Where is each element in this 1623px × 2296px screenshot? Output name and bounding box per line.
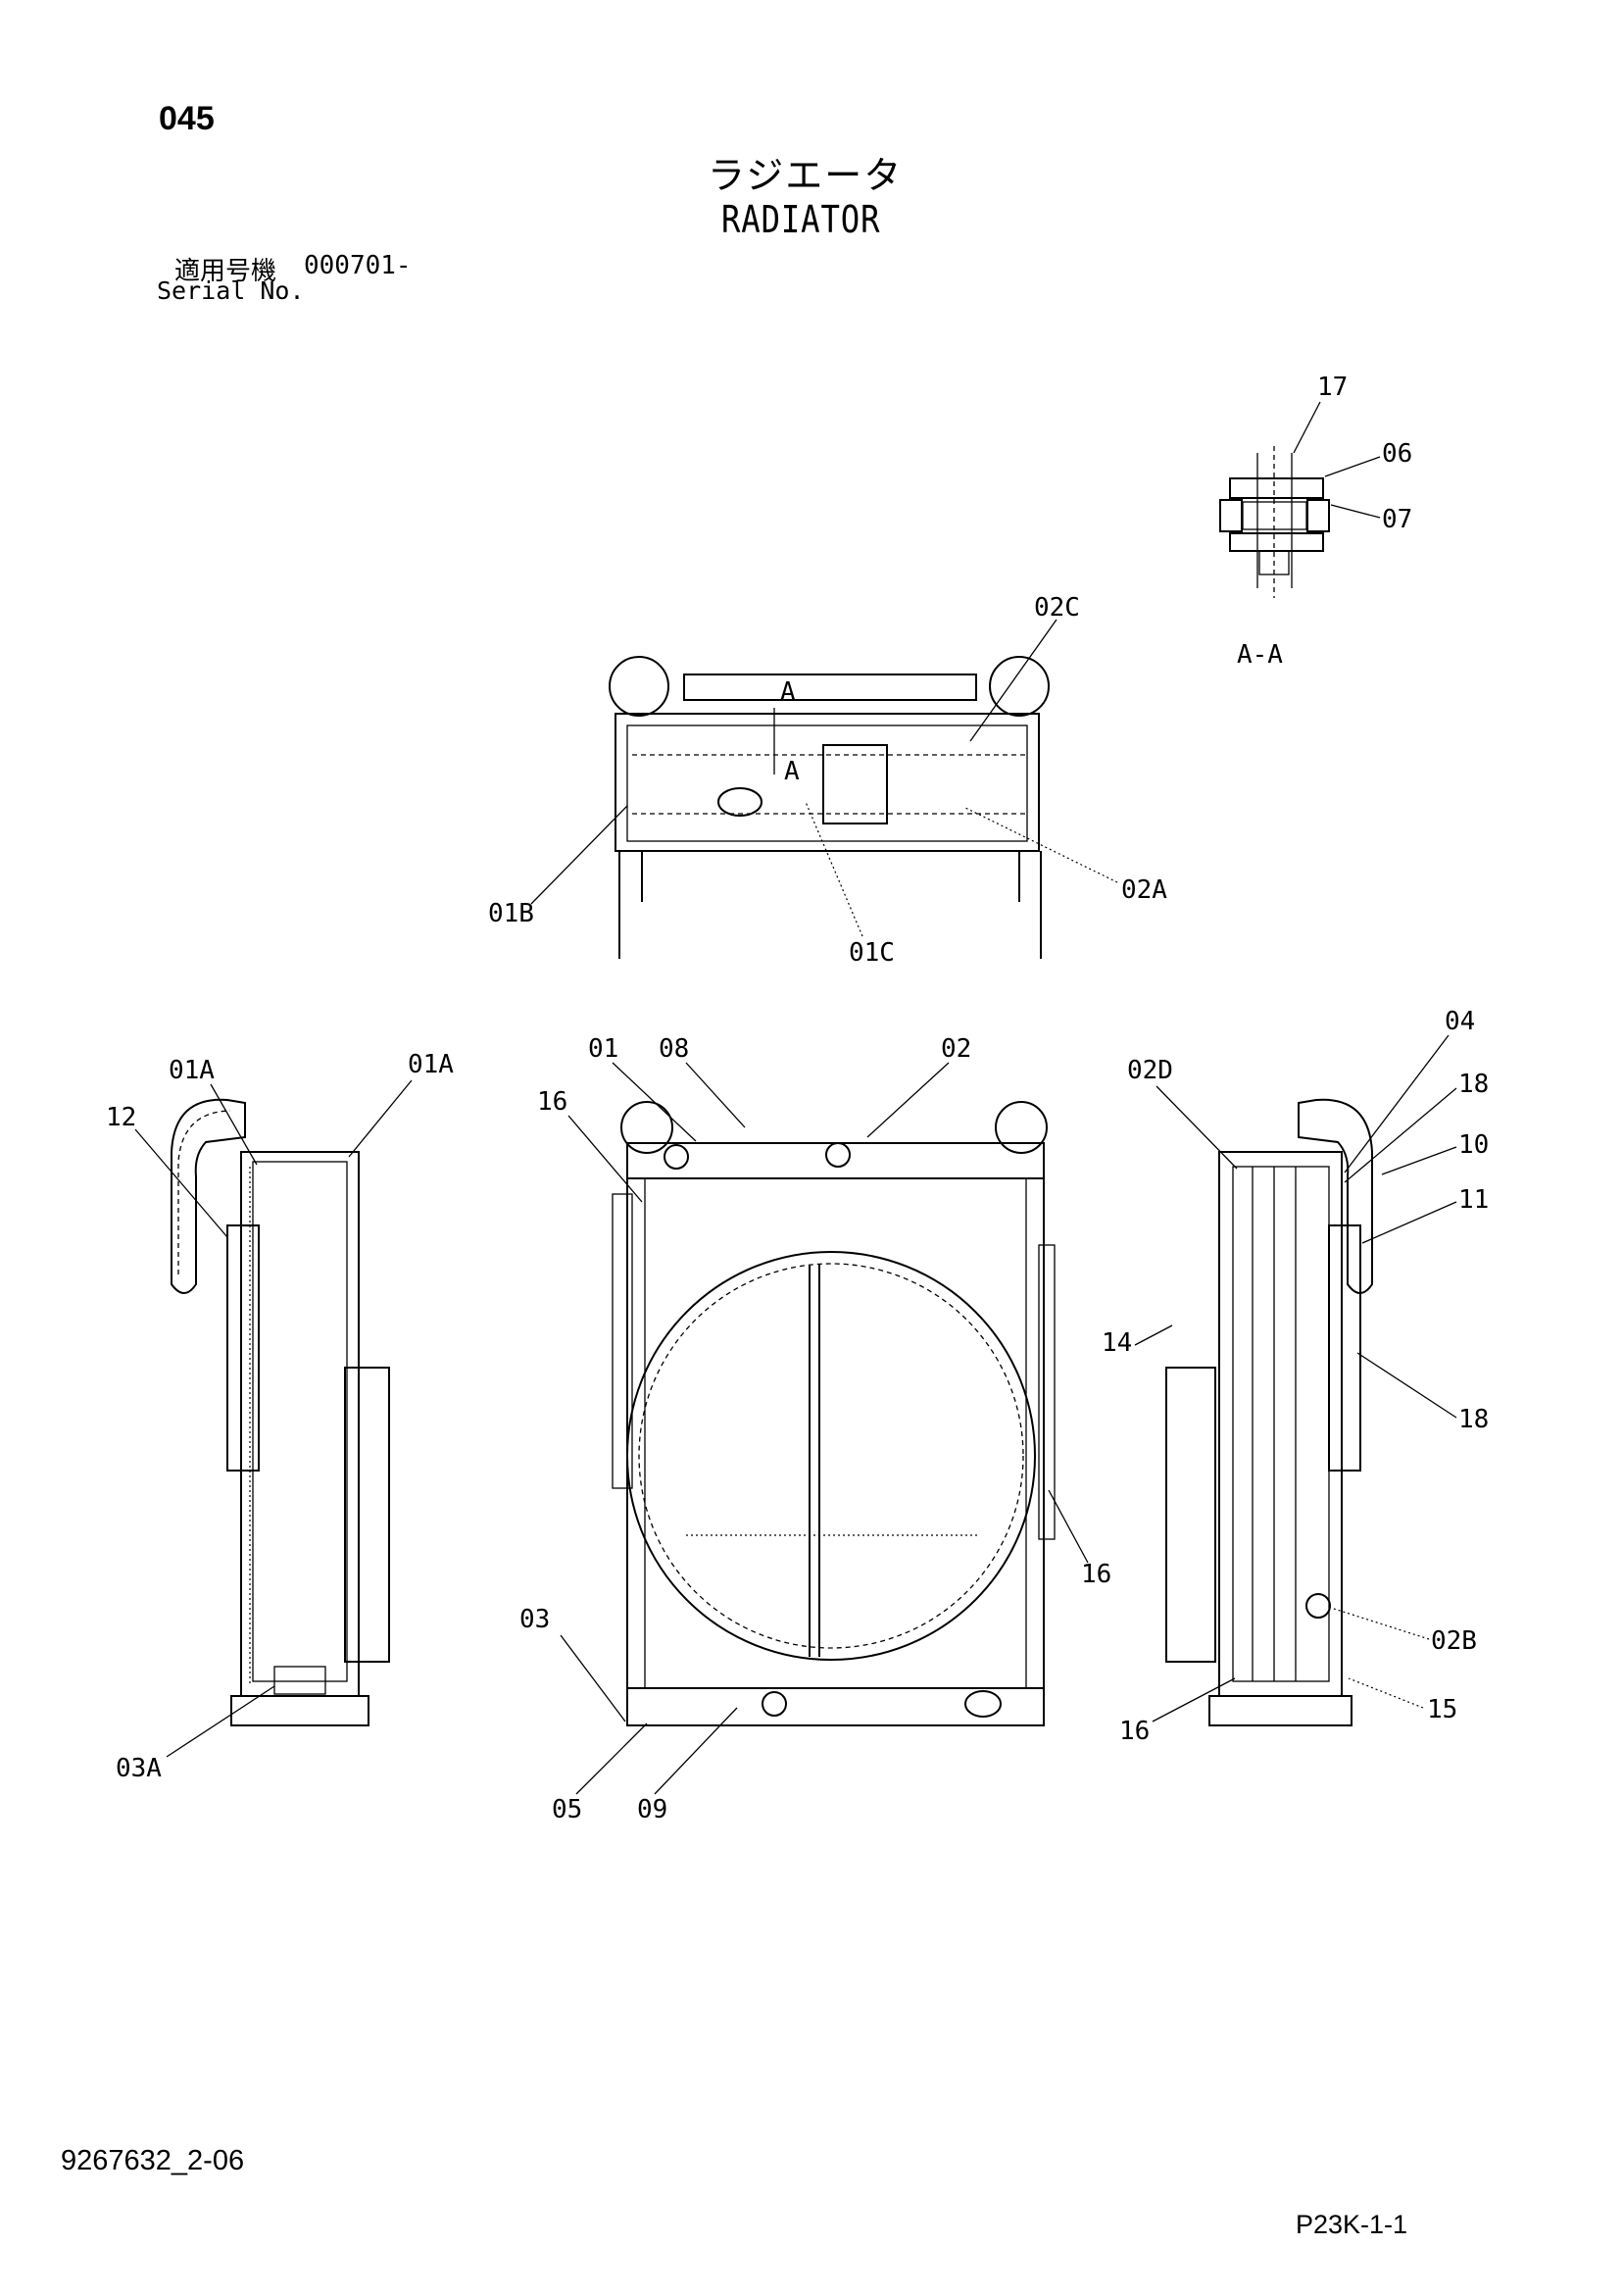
callout-16-bot: 16 bbox=[1119, 1717, 1150, 1746]
callout-16-mid: 16 bbox=[1081, 1560, 1111, 1589]
document-code: 9267632_2-06 bbox=[61, 2145, 245, 2176]
callout-03: 03 bbox=[519, 1605, 550, 1634]
section-aa-label: A-A bbox=[1237, 640, 1283, 670]
callout-02: 02 bbox=[941, 1034, 971, 1064]
callout-05: 05 bbox=[552, 1795, 582, 1824]
callout-12: 12 bbox=[106, 1103, 136, 1132]
serial-label-english: Serial No. bbox=[157, 276, 305, 305]
callout-02C: 02C bbox=[1034, 593, 1080, 623]
serial-number: 000701- bbox=[304, 251, 412, 280]
serial-label-japanese: 適用号機 bbox=[174, 257, 277, 286]
callout-06: 06 bbox=[1382, 439, 1412, 469]
callout-01A-left: 01A bbox=[169, 1056, 215, 1085]
section-mark-a-upper: A bbox=[780, 677, 796, 707]
callout-01C: 01C bbox=[849, 938, 895, 968]
callout-18-mid: 18 bbox=[1458, 1405, 1489, 1434]
callout-16-top: 16 bbox=[537, 1087, 567, 1117]
callout-09: 09 bbox=[637, 1795, 667, 1824]
right-side-view bbox=[1165, 1098, 1373, 1726]
callout-01: 01 bbox=[588, 1034, 618, 1064]
callout-02D: 02D bbox=[1127, 1056, 1173, 1085]
title-english: RADIATOR bbox=[721, 198, 881, 241]
title-japanese: ラジエータ bbox=[708, 154, 904, 197]
callout-01B: 01B bbox=[488, 899, 534, 928]
callout-03A: 03A bbox=[116, 1754, 162, 1783]
callout-02A: 02A bbox=[1121, 875, 1167, 905]
front-view bbox=[612, 1101, 1056, 1726]
callout-02B: 02B bbox=[1431, 1626, 1477, 1656]
top-view bbox=[609, 656, 1050, 959]
callout-18-top: 18 bbox=[1458, 1070, 1489, 1099]
left-side-view bbox=[171, 1098, 390, 1726]
callout-01A-right: 01A bbox=[408, 1050, 454, 1079]
callout-11: 11 bbox=[1458, 1185, 1489, 1215]
page-number: 045 bbox=[159, 100, 215, 137]
callout-17: 17 bbox=[1317, 373, 1348, 402]
callout-15: 15 bbox=[1427, 1695, 1457, 1724]
section-aa-detail bbox=[1219, 446, 1330, 598]
callout-07: 07 bbox=[1382, 505, 1412, 534]
callout-14: 14 bbox=[1102, 1328, 1132, 1358]
callout-04: 04 bbox=[1445, 1007, 1475, 1036]
section-mark-a-lower: A bbox=[784, 757, 800, 786]
page-reference: P23K-1-1 bbox=[1296, 2210, 1408, 2239]
callout-10: 10 bbox=[1458, 1130, 1489, 1160]
callout-08: 08 bbox=[659, 1034, 689, 1064]
